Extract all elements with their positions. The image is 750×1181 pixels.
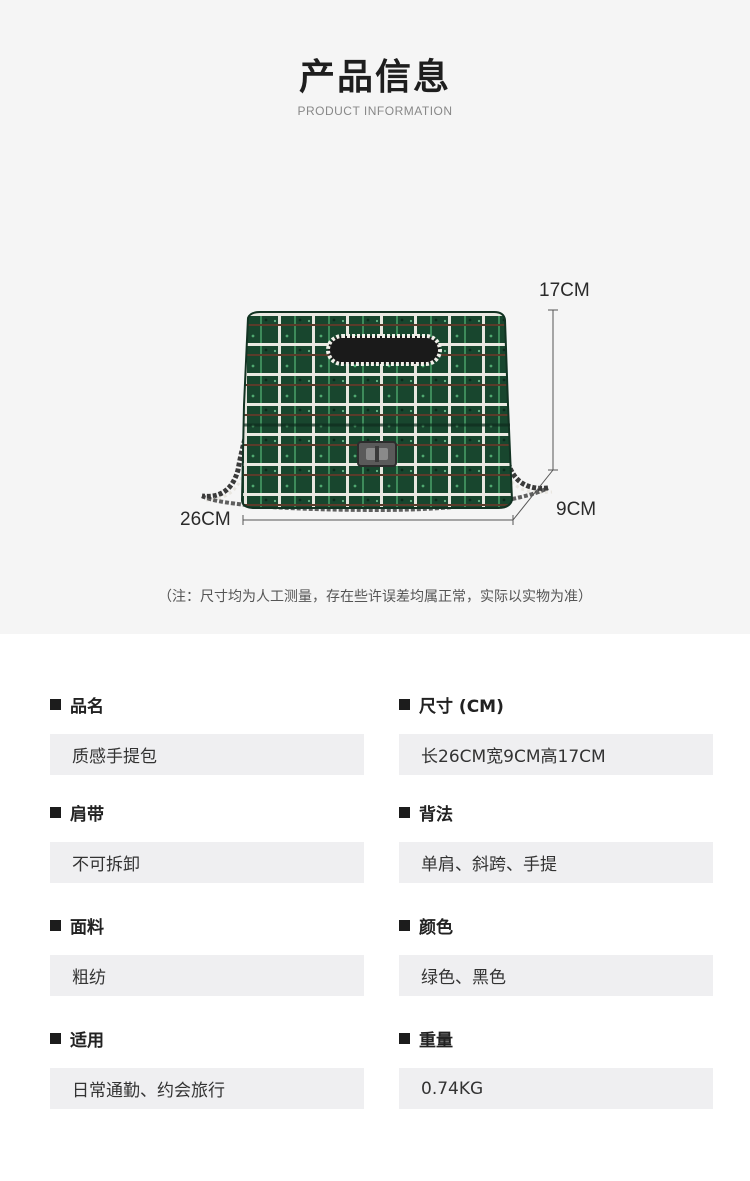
depth-dimension-line xyxy=(512,469,554,521)
spec-value: 不可拆卸 xyxy=(50,842,364,883)
bullet-square-icon xyxy=(399,806,410,818)
spec-value: 日常通勤、约会旅行 xyxy=(50,1068,364,1109)
spec-value: 绿色、黑色 xyxy=(399,955,713,996)
product-image xyxy=(201,309,558,525)
spec-material: 面料 粗纺 xyxy=(50,914,364,996)
left-chain-strap xyxy=(201,336,285,499)
spec-label: 肩带 xyxy=(70,804,104,825)
depth-label: 9CM xyxy=(556,499,597,520)
bullet-square-icon xyxy=(50,1032,61,1044)
handle-cutout xyxy=(326,334,442,366)
spec-occasion: 适用 日常通勤、约会旅行 xyxy=(50,1027,364,1109)
measurement-note: （注：尺寸均为人工测量，存在些许误差均属正常，实际以实物为准） xyxy=(158,589,592,605)
height-dimension-line xyxy=(548,309,558,471)
width-dimension-line xyxy=(242,515,514,525)
spec-label: 重量 xyxy=(419,1030,453,1051)
spec-carry-style: 背法 单肩、斜跨、手提 xyxy=(399,801,713,883)
spec-strap: 肩带 不可拆卸 xyxy=(50,801,364,883)
width-label: 26CM xyxy=(180,509,231,530)
spec-label: 尺寸 (CM) xyxy=(419,696,504,717)
spec-label: 面料 xyxy=(70,917,104,938)
spec-value: 0.74KG xyxy=(399,1068,713,1109)
bag-body xyxy=(240,311,514,509)
spec-color: 颜色 绿色、黑色 xyxy=(399,914,713,996)
spec-weight: 重量 0.74KG xyxy=(399,1027,713,1109)
spec-label: 背法 xyxy=(419,804,453,825)
bullet-square-icon xyxy=(399,698,410,710)
spec-label: 颜色 xyxy=(419,917,453,938)
bullet-square-icon xyxy=(50,919,61,931)
height-label: 17CM xyxy=(539,280,590,301)
spec-value: 质感手提包 xyxy=(50,734,364,775)
page-title: 产品信息 xyxy=(298,57,451,98)
bullet-square-icon xyxy=(399,1032,410,1044)
page-subtitle: PRODUCT INFORMATION xyxy=(297,104,453,118)
spec-value: 单肩、斜跨、手提 xyxy=(399,842,713,883)
bullet-square-icon xyxy=(50,806,61,818)
spec-size: 尺寸 (CM) 长26CM宽9CM高17CM xyxy=(399,693,713,775)
bullet-square-icon xyxy=(399,919,410,931)
spec-label: 品名 xyxy=(70,696,104,717)
spec-value: 长26CM宽9CM高17CM xyxy=(399,734,713,775)
spec-value: 粗纺 xyxy=(50,955,364,996)
spec-label: 适用 xyxy=(70,1030,104,1051)
bullet-square-icon xyxy=(50,698,61,710)
spec-product-name: 品名 质感手提包 xyxy=(50,693,364,775)
